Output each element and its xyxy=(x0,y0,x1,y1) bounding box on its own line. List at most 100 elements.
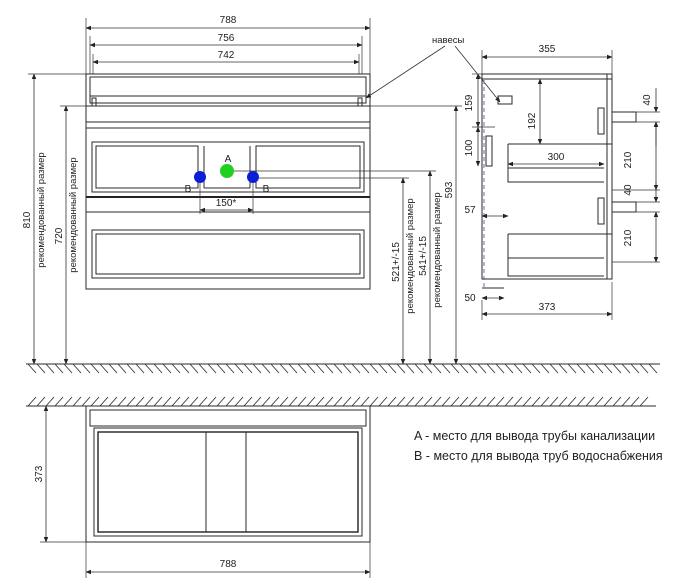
hatch-stroke xyxy=(243,396,253,407)
point-a-label: A xyxy=(225,154,232,165)
hatch-stroke xyxy=(468,396,478,407)
hatch-stroke xyxy=(630,363,640,374)
hatch-stroke xyxy=(207,363,217,374)
dim-521-note: рекомендованный размер xyxy=(405,198,416,313)
hatch-stroke xyxy=(189,396,199,407)
hatch-stroke xyxy=(234,396,244,407)
hatch-stroke xyxy=(576,396,586,407)
hatch-stroke xyxy=(279,396,289,407)
water-pipe-point-left xyxy=(194,171,206,183)
hatch-stroke xyxy=(261,396,271,407)
dim-541-label: 541+/-15 xyxy=(418,236,429,276)
hatch-stroke xyxy=(486,363,496,374)
hatch-stroke xyxy=(585,396,595,407)
hinges-label: навесы xyxy=(432,35,465,46)
hatch-stroke xyxy=(369,396,379,407)
hatch-stroke xyxy=(630,396,640,407)
side-view: 355 159 192 xyxy=(464,44,660,320)
dim-720-label: 720 xyxy=(54,227,65,244)
hatch-stroke xyxy=(99,396,109,407)
side-pipe-top xyxy=(611,111,637,123)
hatch-stroke xyxy=(306,396,316,407)
hatch-stroke xyxy=(603,363,613,374)
hatch-stroke xyxy=(639,363,649,374)
dim-373-side: 373 xyxy=(481,282,613,320)
dim-593: 593 xyxy=(370,105,462,365)
hatch-stroke xyxy=(27,363,37,374)
hatch-stroke xyxy=(117,396,127,407)
dim-810-label: 810 xyxy=(22,211,33,228)
hatch-stroke xyxy=(162,396,172,407)
hatch-stroke xyxy=(198,396,208,407)
dim-720: 720 рекомендованный размер xyxy=(54,105,86,365)
legend: A - место для вывода трубы канализации B… xyxy=(414,429,663,463)
dim-40-bottom: 40 xyxy=(623,182,660,213)
hatch-stroke xyxy=(567,363,577,374)
dim-100-label: 100 xyxy=(464,139,475,156)
dim-521-label: 521+/-15 xyxy=(391,242,402,282)
hatch-stroke xyxy=(144,363,154,374)
hatch-stroke xyxy=(315,363,325,374)
hatch-stroke xyxy=(234,363,244,374)
hatch-stroke xyxy=(351,363,361,374)
hatch-stroke xyxy=(558,363,568,374)
hatch-stroke xyxy=(549,396,559,407)
dim-100: 100 xyxy=(464,126,481,167)
point-b-left-label: B xyxy=(185,184,192,195)
hatch-stroke xyxy=(225,396,235,407)
hatch-stroke xyxy=(432,363,442,374)
side-pipe-bottom xyxy=(611,201,637,213)
hatch-stroke xyxy=(468,363,478,374)
hatch-stroke xyxy=(216,396,226,407)
point-b-right-label: B xyxy=(263,184,270,195)
hatch-stroke xyxy=(315,396,325,407)
plan-outline xyxy=(85,405,371,543)
dim-57-label: 57 xyxy=(464,205,476,216)
hatch-stroke xyxy=(135,396,145,407)
hatch-stroke xyxy=(378,363,388,374)
hatch-stroke xyxy=(405,396,415,407)
hatch-stroke xyxy=(153,363,163,374)
hatch-stroke xyxy=(54,363,64,374)
hatch-stroke xyxy=(522,396,532,407)
hatch-stroke xyxy=(450,363,460,374)
hatch-stroke xyxy=(207,396,217,407)
floor-line xyxy=(26,363,660,374)
hatch-stroke xyxy=(504,396,514,407)
hatch-stroke xyxy=(324,363,334,374)
hatch-stroke xyxy=(585,363,595,374)
dim-788-label: 788 xyxy=(220,15,237,26)
hatch-stroke xyxy=(54,396,64,407)
dim-40-bottom-label: 40 xyxy=(623,184,634,196)
hatch-stroke xyxy=(36,396,46,407)
hatch-stroke xyxy=(288,363,298,374)
hatch-stroke xyxy=(81,363,91,374)
hatch-stroke xyxy=(126,396,136,407)
pipe-points: A B B 150* xyxy=(185,154,436,214)
legend-b: B - место для вывода труб водоснабжения xyxy=(414,449,663,463)
hatch-stroke xyxy=(108,396,118,407)
hatch-stroke xyxy=(297,363,307,374)
hatch-stroke xyxy=(108,363,118,374)
dim-210-bottom: 210 xyxy=(612,211,660,263)
hatch-stroke xyxy=(333,396,343,407)
hatch-stroke xyxy=(477,396,487,407)
hatch-stroke xyxy=(216,363,226,374)
dim-788-plan: 788 xyxy=(85,542,371,578)
dim-355-label: 355 xyxy=(539,44,556,55)
hatch-stroke xyxy=(387,396,397,407)
hatch-stroke xyxy=(612,363,622,374)
hatch-stroke xyxy=(396,363,406,374)
hatch-stroke xyxy=(72,396,82,407)
hatch-stroke xyxy=(351,396,361,407)
dim-210-bottom-label: 210 xyxy=(623,229,634,246)
hatch-stroke xyxy=(180,363,190,374)
hatch-stroke xyxy=(459,396,469,407)
hatch-stroke xyxy=(243,363,253,374)
dim-756: 756 xyxy=(89,33,363,74)
hatch-stroke xyxy=(171,363,181,374)
dim-210-top-label: 210 xyxy=(623,151,634,168)
hatch-stroke xyxy=(63,396,73,407)
hatch-stroke xyxy=(612,396,622,407)
